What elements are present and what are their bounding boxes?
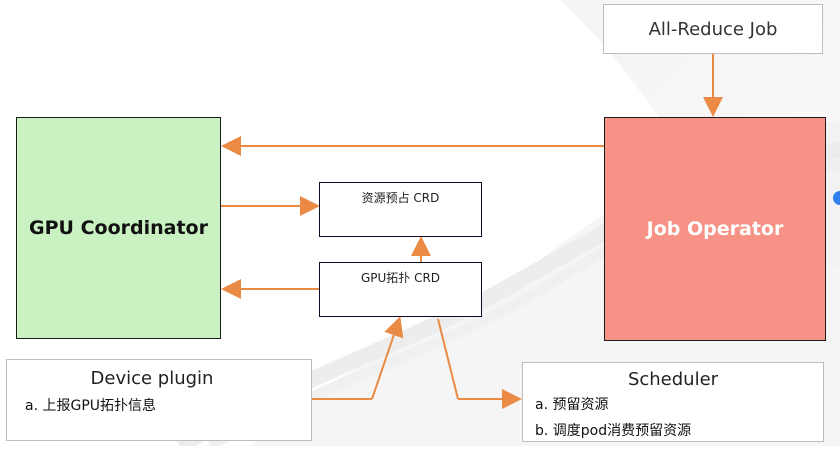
all-reduce-job-box: All-Reduce Job: [603, 4, 823, 54]
device-plugin-item-a: a. 上报GPU拓扑信息: [25, 398, 157, 414]
gpu-topology-crd-box: GPU拓扑 CRD: [319, 262, 482, 317]
scheduler-box: Scheduler a. 预留资源 b. 调度pod消费预留资源: [522, 362, 824, 442]
gpu-topology-crd-label: GPU拓扑 CRD: [360, 271, 441, 285]
job-operator-label: Job Operator: [646, 218, 784, 240]
scheduler-item-b: b. 调度pod消费预留资源: [535, 423, 692, 439]
blue-indicator-icon: [833, 191, 840, 205]
arrow-device-plugin-to-gpu-crd: [371, 316, 404, 400]
arrow-gpu-crd-to-scheduler-vertical: [437, 318, 459, 400]
job-operator-box: Job Operator: [604, 117, 826, 341]
scheduler-title: Scheduler: [627, 369, 719, 390]
resource-reservation-crd-box: 资源预占 CRD: [319, 182, 482, 237]
all-reduce-job-label: All-Reduce Job: [648, 18, 778, 40]
resource-reservation-crd-label: 资源预占 CRD: [361, 191, 440, 205]
gpu-coordinator-label: GPU Coordinator: [29, 217, 208, 239]
device-plugin-box: Device plugin a. 上报GPU拓扑信息: [6, 359, 312, 441]
gpu-coordinator-box: GPU Coordinator: [16, 117, 221, 339]
scheduler-item-a: a. 预留资源: [535, 397, 609, 413]
device-plugin-title: Device plugin: [90, 368, 214, 389]
